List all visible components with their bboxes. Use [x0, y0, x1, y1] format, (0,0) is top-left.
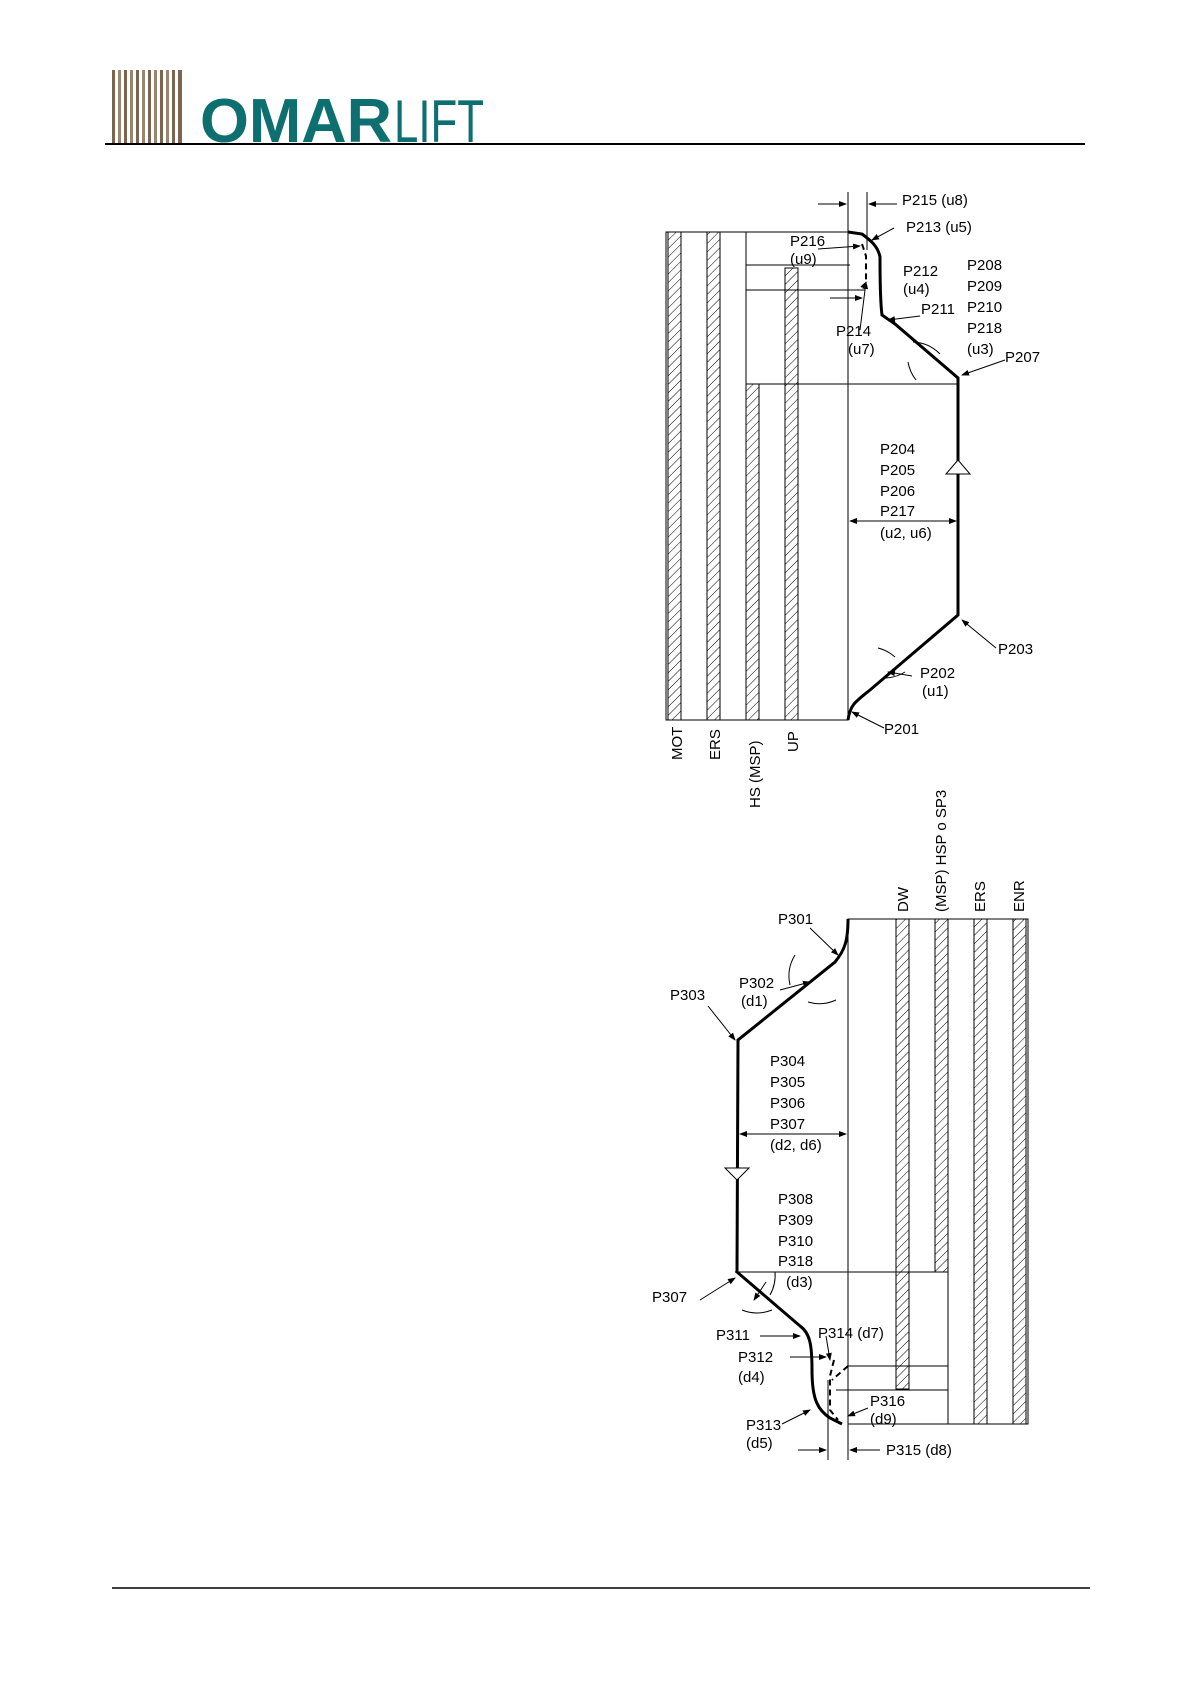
down-speed-profile: [735, 918, 850, 1426]
label-p307-lower: P307: [652, 1289, 687, 1306]
label-p206: P206: [880, 483, 915, 500]
ers-down-signal-bar: [973, 918, 988, 1425]
column-label-mot: MOT: [669, 727, 686, 760]
label-d4: (d4): [738, 1369, 765, 1386]
column-label-up: UP: [785, 731, 802, 752]
label-p318: P318: [778, 1253, 813, 1270]
label-p314: P314 (d7): [818, 1325, 884, 1342]
label-d5: (d5): [746, 1435, 773, 1452]
label-p210: P210: [967, 299, 1002, 316]
label-p218: P218: [967, 320, 1002, 337]
down-travel-diagram: DW (MSP) HSP o SP3 ERS ENR: [652, 790, 1029, 1460]
logo-bold-text: OMAR: [200, 87, 392, 156]
label-p315: P315 (d8): [886, 1442, 952, 1459]
label-u4: (u4): [903, 281, 930, 298]
label-u2-u6: (u2, u6): [880, 525, 932, 542]
label-d1: (d1): [741, 993, 768, 1010]
up-direction-triangle-icon: [944, 459, 972, 475]
label-d9: (d9): [870, 1411, 897, 1428]
down-direction-triangle-icon: [723, 1167, 751, 1181]
column-label-ers: ERS: [972, 881, 989, 912]
label-p309: P309: [778, 1212, 813, 1229]
label-p203: P203: [998, 641, 1033, 658]
label-p211: P211: [921, 301, 955, 318]
label-p212: P212: [903, 263, 938, 280]
column-label-hsp: (MSP) HSP o SP3: [933, 790, 950, 912]
hsp-signal-bar: [934, 918, 949, 1273]
label-p216: P216: [790, 233, 825, 250]
enr-signal-bar: [1012, 918, 1027, 1425]
label-u7: (u7): [848, 341, 875, 358]
label-p215: P215 (u8): [902, 192, 968, 209]
logo-stripes-icon: [112, 70, 182, 144]
label-d2-d6: (d2, d6): [770, 1137, 822, 1154]
label-p214: P214: [836, 323, 871, 340]
label-p202: P202: [920, 665, 955, 682]
label-u9: (u9): [790, 251, 817, 268]
label-p301: P301: [778, 911, 813, 928]
label-u1: (u1): [922, 683, 949, 700]
column-label-ers: ERS: [707, 729, 724, 760]
up-travel-diagram: MOT ERS HS (MSP) UP P215 (u8) P213 (u5) …: [665, 192, 1040, 808]
label-p201: P201: [884, 721, 919, 738]
up-speed-profile: [846, 230, 960, 721]
label-p313: P313: [746, 1417, 781, 1434]
mot-signal-bar: [667, 231, 682, 721]
label-p213: P213 (u5): [906, 219, 972, 236]
label-p204: P204: [880, 441, 915, 458]
column-label-enr: ENR: [1011, 880, 1028, 912]
label-p217: P217: [880, 503, 915, 520]
label-p205: P205: [880, 462, 915, 479]
label-p209: P209: [967, 278, 1002, 295]
up-signal-bar: [784, 267, 799, 721]
label-d3: (d3): [786, 1274, 813, 1291]
label-p207: P207: [1005, 349, 1040, 366]
label-p310: P310: [778, 1233, 813, 1250]
label-p312: P312: [738, 1349, 773, 1366]
label-p307: P307: [770, 1116, 805, 1133]
label-p208: P208: [967, 257, 1002, 274]
label-p316: P316: [870, 1393, 905, 1410]
column-label-hs: HS (MSP): [747, 740, 764, 808]
dw-signal-bar: [895, 918, 910, 1390]
label-p311: P311: [716, 1327, 750, 1344]
label-p308: P308: [778, 1191, 813, 1208]
label-p305: P305: [770, 1074, 805, 1091]
label-p306: P306: [770, 1095, 805, 1112]
label-u3: (u3): [967, 341, 994, 358]
hs-signal-bar: [745, 383, 760, 721]
label-p304: P304: [770, 1053, 805, 1070]
label-p302: P302: [739, 975, 774, 992]
column-label-dw: DW: [895, 886, 912, 912]
ers-signal-bar: [706, 231, 721, 721]
label-p303: P303: [670, 987, 705, 1004]
